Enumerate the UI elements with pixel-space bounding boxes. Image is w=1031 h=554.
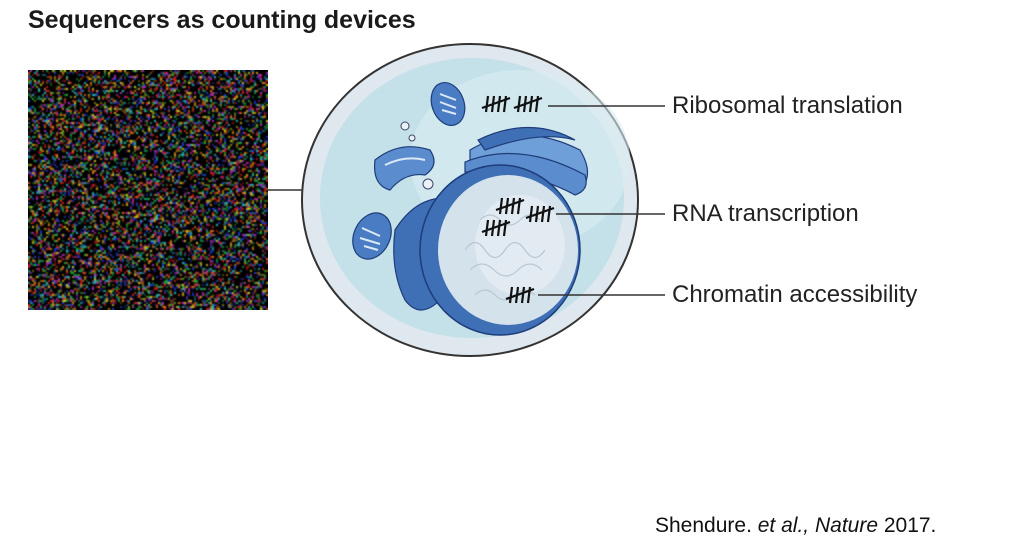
figure-title: Sequencers as counting devices xyxy=(28,6,416,34)
tally-chromatin xyxy=(505,286,535,304)
label-chromatin-accessibility: Chromatin accessibility xyxy=(672,281,918,308)
mitochondrion-left xyxy=(352,212,392,260)
citation-etal: et al., xyxy=(757,514,810,537)
endoplasmic-reticulum-left xyxy=(373,146,435,191)
citation: Shendure. et al., Nature 2017. xyxy=(655,514,936,538)
label-ribosomal-translation: Ribosomal translation xyxy=(672,92,903,119)
tally-rna xyxy=(481,197,555,237)
mitochondrion-top xyxy=(430,82,466,126)
tally-ribosomal xyxy=(481,95,543,113)
sequencing-image xyxy=(28,70,268,310)
citation-author: Shendure. xyxy=(655,514,758,537)
citation-year: 2017. xyxy=(878,514,937,537)
citation-journal: Nature xyxy=(814,514,878,537)
label-rna-transcription: RNA transcription xyxy=(672,200,859,227)
